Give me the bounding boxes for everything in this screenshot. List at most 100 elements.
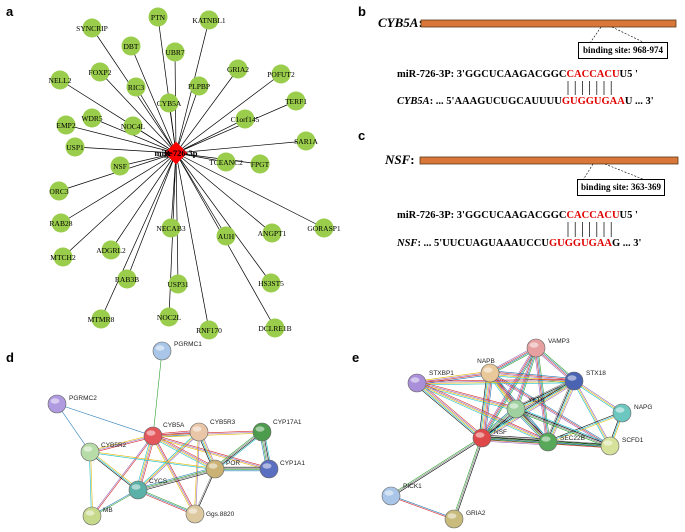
protein-label-napg: NAPG (634, 404, 652, 411)
protein-node-stxbp1 (407, 373, 427, 393)
interaction-edge (489, 373, 610, 448)
node-terf1 (286, 91, 306, 111)
edge-c1orf145 (175, 118, 246, 154)
node-dbt (121, 36, 141, 56)
interaction-edge (416, 383, 482, 440)
node-foxp2 (90, 62, 110, 82)
interaction-edge (548, 439, 611, 445)
interaction-edge (573, 380, 623, 414)
interaction-edge (514, 378, 574, 408)
node-label-rnf170: RNF170 (196, 326, 222, 335)
node-label-mtch2: MTCH2 (50, 253, 76, 262)
protein-label-cyb5a: CYB5A (163, 422, 185, 429)
edge-gria2 (175, 68, 239, 154)
edge-terf1 (175, 100, 297, 154)
protein-node-gria2 (444, 509, 464, 529)
edge-rnf170 (175, 152, 210, 331)
node-wdr5 (82, 108, 102, 128)
edge-angpt1 (175, 152, 273, 234)
interaction-edge (490, 371, 575, 381)
edge-emp2 (65, 124, 177, 154)
interaction-edge (390, 436, 482, 496)
node-label-pofut2: POFUT2 (267, 70, 295, 79)
node-nsf (110, 156, 130, 176)
interaction-edge (481, 440, 548, 446)
interaction-edge (135, 435, 152, 490)
interaction-edge (152, 436, 215, 470)
interaction-edge (416, 383, 516, 410)
interaction-edge (574, 379, 623, 413)
node-auh (216, 226, 236, 246)
node-label-gria2: GRIA2 (227, 65, 249, 74)
interaction-edge (139, 436, 156, 491)
interaction-edge (484, 373, 494, 439)
interaction-edge (574, 380, 612, 446)
node-highlight (208, 463, 218, 469)
node-label-nsf: NSF (113, 162, 127, 171)
interaction-edge (391, 495, 455, 519)
node-label-gorasp1: GORASP1 (307, 224, 341, 233)
interaction-edge (482, 437, 549, 442)
interaction-edge (516, 407, 611, 445)
interaction-edge (391, 438, 483, 498)
node-label-tceanc2: TCEANC2 (209, 158, 243, 167)
interaction-edge (152, 436, 269, 471)
node-ptn (148, 7, 168, 27)
cyb5a-mirna-sequence: miR-726-3P: 3'GGCUCAAGACGGCCACCACUU5 ' (397, 69, 638, 80)
interaction-edge (89, 451, 139, 491)
node-label-mtmr8: MTMR8 (88, 315, 115, 324)
protein-label-por: POR (226, 460, 240, 467)
interaction-edge (533, 348, 547, 443)
panel-label-d: d (6, 350, 14, 365)
cyb5a-callout-right (611, 26, 646, 44)
center-mirna-label: miR-726-3p (155, 148, 198, 158)
interaction-edge (137, 435, 153, 490)
interaction-edge (213, 430, 262, 468)
node-ubr7 (165, 42, 185, 62)
interaction-edge (138, 469, 216, 491)
interaction-edge (138, 488, 196, 514)
interaction-edge (478, 372, 488, 438)
interaction-edge (416, 384, 548, 444)
protein-label-stx18: STX18 (586, 370, 606, 377)
node-usp1 (65, 137, 85, 157)
protein-label-gria2: GRIA2 (466, 510, 486, 517)
interaction-edge (452, 437, 482, 519)
interaction-edge (547, 411, 622, 442)
node-highlight (155, 345, 165, 351)
interaction-edge (416, 372, 490, 383)
interaction-edge (548, 441, 611, 446)
protein-label-vamp3: VAMP3 (548, 338, 570, 345)
node-label-hs3st5: HS3ST5 (258, 279, 284, 288)
panel-label-e: e (352, 350, 360, 365)
edge-usp31 (175, 152, 179, 285)
interaction-edge (417, 374, 491, 386)
interaction-edge (152, 435, 270, 470)
node-label-sar1a: SAR1A (294, 137, 318, 146)
interaction-edge (547, 412, 623, 443)
interaction-edge (416, 382, 483, 439)
node-ric3 (126, 77, 146, 97)
interaction-edge (415, 384, 481, 441)
node-highlight (410, 377, 420, 383)
node-dclre1b (265, 318, 285, 338)
node-rnf170 (199, 320, 219, 340)
node-label-plpbp: PLPBP (188, 82, 210, 91)
interaction-edge (418, 380, 484, 437)
edge-rab28 (60, 152, 177, 224)
interaction-edge (546, 380, 574, 442)
interaction-edge (545, 379, 573, 442)
nsf-binding-site-box: binding site: 363-369 (577, 179, 665, 196)
panel-label-c: c (358, 128, 366, 143)
interaction-edge (417, 373, 491, 384)
interaction-edge (56, 403, 91, 453)
interaction-edge (417, 382, 575, 386)
protein-label-nsf: NSF (494, 429, 507, 436)
interaction-edge (481, 380, 575, 439)
node-necab3 (161, 218, 181, 238)
interaction-edge (417, 381, 483, 438)
node-label-ubr7: UBR7 (165, 48, 184, 57)
